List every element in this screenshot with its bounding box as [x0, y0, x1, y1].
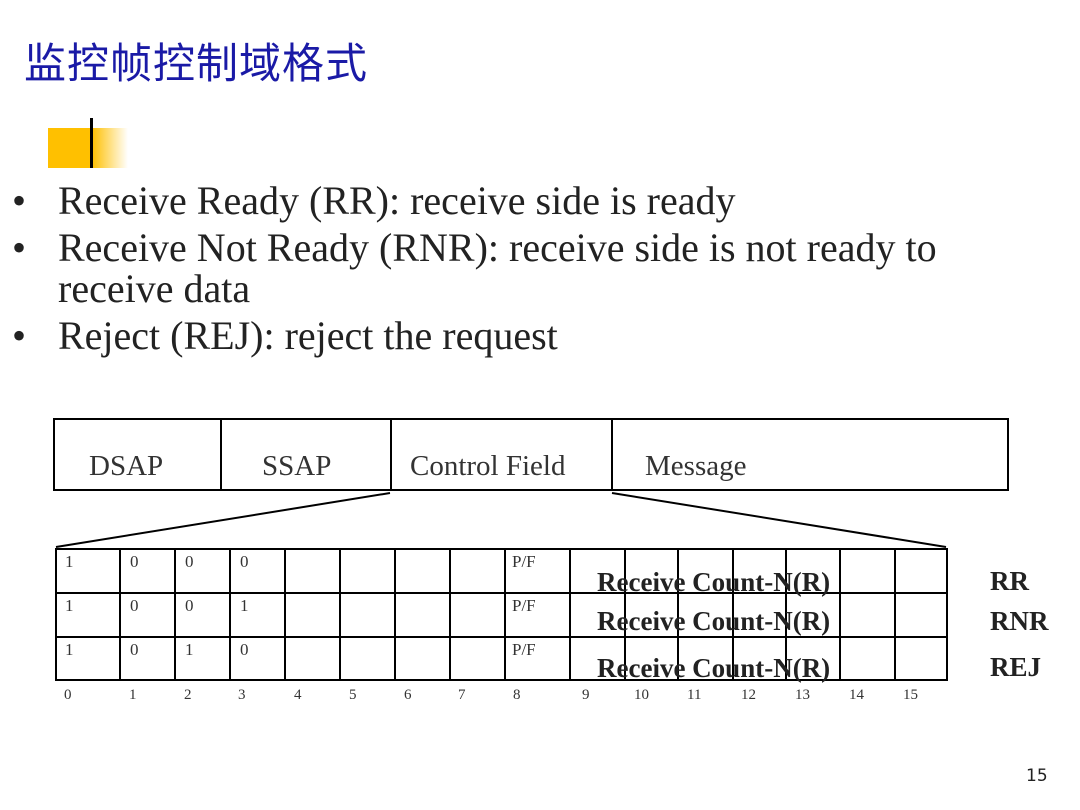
frame-type-label: RR [990, 566, 1029, 596]
bullet-dot-icon: • [12, 178, 27, 223]
bit-index: 14 [849, 687, 865, 703]
bit-value: 0 [185, 552, 194, 571]
bit-index: 13 [795, 687, 810, 703]
bit-value: 1 [65, 552, 74, 571]
field-label: Control Field [410, 450, 566, 482]
bullet-text: Receive Ready (RR): receive side is read… [58, 178, 736, 223]
receive-count: Receive Count-N(R) [597, 567, 830, 597]
bit-value: 1 [65, 640, 74, 659]
page-number: 15 [1026, 766, 1048, 786]
bit-index: 7 [458, 687, 466, 703]
bullet-item: • Receive Ready (RR): receive side is rea… [12, 180, 958, 221]
pf-bit: P/F [512, 640, 536, 659]
accent-bar [90, 118, 93, 168]
frame-field-message: Message [613, 420, 1007, 489]
receive-count: Receive Count-N(R) [597, 653, 830, 683]
expand-line-right [611, 492, 947, 548]
bit-value: 1 [185, 640, 194, 659]
pf-bit: P/F [512, 596, 536, 615]
bit-value: 1 [65, 596, 74, 615]
frame-type-label: REJ [990, 652, 1041, 682]
frame-format: DSAP SSAP Control Field Message [53, 418, 1009, 491]
frame-field-ssap: SSAP [222, 420, 392, 489]
bit-value: 1 [240, 596, 249, 615]
bit-index: 8 [513, 687, 521, 703]
bit-index: 10 [634, 687, 649, 703]
receive-count: Receive Count-N(R) [597, 606, 830, 636]
bit-index: 2 [184, 687, 192, 703]
bit-index-row: 0 1 2 3 4 5 6 7 8 9 10 11 12 13 14 15 [64, 687, 918, 703]
bit-value: 0 [130, 596, 139, 615]
bullet-text: Reject (REJ): reject the request [58, 313, 558, 358]
row-rnr: 1 0 0 1 P/F Receive Count-N(R) RNR [65, 596, 1049, 636]
bit-value: 0 [185, 596, 194, 615]
row-rr: 1 0 0 0 P/F Receive Count-N(R) RR [65, 552, 1029, 597]
bit-index: 6 [404, 687, 412, 703]
bit-grid [55, 548, 948, 681]
bullet-item: • Receive Not Ready (RNR): receive side i… [12, 227, 1018, 309]
frame-field-control: Control Field [392, 420, 613, 489]
bit-index: 12 [741, 687, 756, 703]
slide-title: 监控帧控制域格式 [24, 39, 369, 88]
accent-block [48, 128, 128, 168]
bullet-text: Receive Not Ready (RNR): receive side is… [58, 225, 937, 311]
pf-bit: P/F [512, 552, 536, 571]
bit-index: 15 [903, 687, 918, 703]
bit-index: 11 [687, 687, 701, 703]
expand-line-left [55, 492, 391, 548]
bullet-item: • Reject (REJ): reject the request [12, 315, 1018, 356]
bit-index: 0 [64, 687, 72, 703]
grid-outline [55, 548, 948, 681]
bit-index: 4 [294, 687, 302, 703]
bullet-dot-icon: • [12, 313, 27, 358]
bullet-dot-icon: • [12, 225, 27, 270]
bit-index: 3 [238, 687, 246, 703]
frame-field-dsap: DSAP [55, 420, 222, 489]
field-label: SSAP [262, 450, 332, 482]
bit-index: 1 [129, 687, 137, 703]
frame-type-label: RNR [990, 606, 1049, 636]
bit-index: 9 [582, 687, 590, 703]
field-label: DSAP [89, 450, 164, 482]
bit-value: 0 [240, 552, 249, 571]
bit-value: 0 [240, 640, 249, 659]
bit-index: 5 [349, 687, 357, 703]
bullet-list: • Receive Ready (RR): receive side is rea… [12, 180, 1018, 362]
bit-value: 0 [130, 640, 139, 659]
bit-value: 0 [130, 552, 139, 571]
row-rej: 1 0 1 0 P/F Receive Count-N(R) REJ [65, 640, 1041, 683]
field-label: Message [645, 450, 747, 482]
